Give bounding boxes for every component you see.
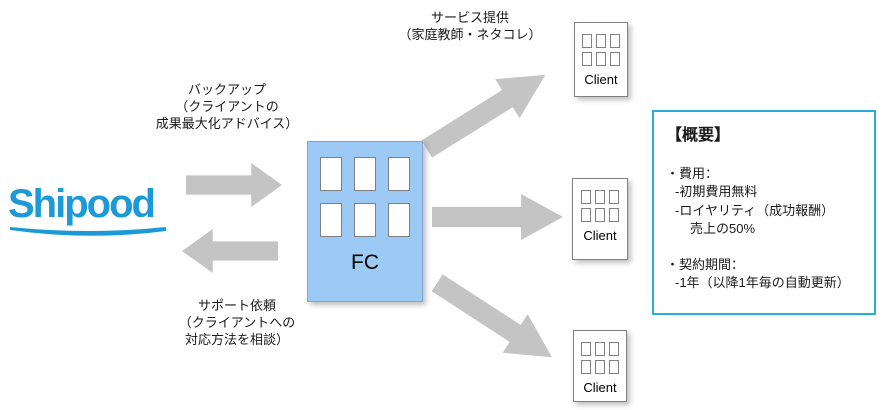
overview-term-heading: ・契約期間： (666, 256, 745, 272)
client-building-2-icon: Client (572, 178, 628, 260)
fc-building-windows (320, 157, 410, 237)
arrow-fc-to-client3-icon (425, 263, 565, 376)
client-label: Client (583, 228, 617, 243)
client-label: Client (584, 72, 618, 87)
arrow-fc-to-shipood-icon (182, 229, 278, 273)
shipood-logo-text: Shipood (8, 182, 156, 226)
shipood-logo: Shipood (8, 184, 172, 240)
client-building-windows (581, 342, 619, 374)
overview-cost-heading: ・費用： (666, 165, 719, 181)
fc-building-icon: FC (307, 141, 423, 302)
overview-cost-line: 売上の50% (690, 221, 756, 237)
client-building-windows (581, 190, 619, 222)
overview-section-cost: ・費用： -初期費用無料 -ロイヤリティ（成功報酬） 売上の50% (666, 165, 862, 239)
overview-cost-line: -初期費用無料 (675, 184, 758, 200)
client-building-1-icon: Client (574, 22, 628, 97)
client-building-windows (582, 34, 620, 66)
client-label: Client (583, 380, 617, 395)
overview-title: 【概要】 (666, 127, 731, 144)
arrow-shipood-to-fc-icon (186, 163, 282, 207)
overview-box: 【概要】 ・費用： -初期費用無料 -ロイヤリティ（成功報酬） 売上の50% ・… (652, 110, 876, 315)
overview-term-line: -1年（以降1年毎の自動更新） (675, 274, 850, 290)
overview-cost-line: -ロイヤリティ（成功報酬） (675, 202, 835, 218)
overview-section-term: ・契約期間： -1年（以降1年毎の自動更新） (666, 256, 862, 293)
support-label: サポート依頼 （クライアントへの 対応方法を相談） (178, 298, 296, 347)
service-label: サービス提供 （家庭教師・ネタコレ） (398, 10, 542, 42)
arrow-fc-to-client2-icon (432, 194, 563, 240)
client-building-3-icon: Client (573, 330, 627, 402)
fc-label: FC (351, 251, 379, 274)
arrow-fc-to-client1-icon (414, 55, 557, 168)
backup-label: バックアップ （クライアントの 成果最大化アドバイス） (155, 82, 299, 131)
shipood-swoosh-icon (10, 227, 166, 236)
